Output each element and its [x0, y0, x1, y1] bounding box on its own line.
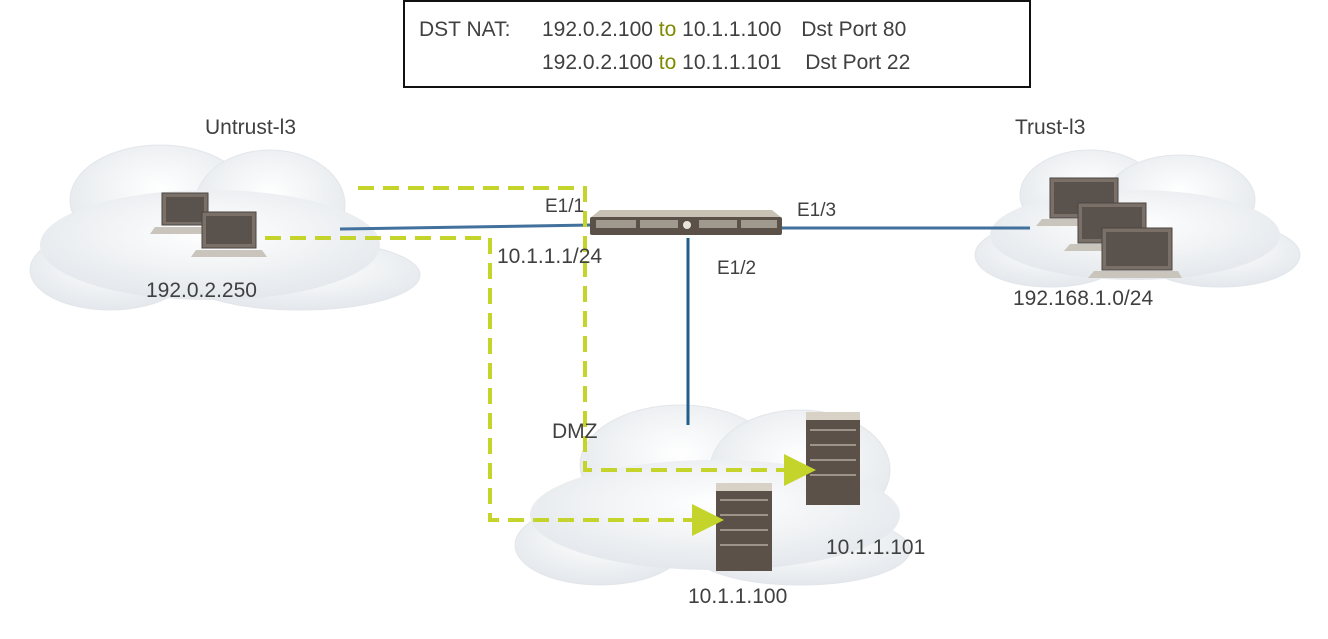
interface-e13-label: E1/3 [797, 200, 837, 221]
nat-to: 10.1.1.101 [682, 51, 782, 74]
nat-rule-2: 192.0.2.100 to 10.1.1.101 Dst Port 22 [542, 51, 910, 75]
untrust-zone-label: Untrust-l3 [205, 116, 297, 139]
interface-e12-label: E1/2 [717, 258, 757, 279]
firewall-icon [590, 210, 782, 235]
interface-e11-ip: 10.1.1.1/24 [497, 245, 603, 268]
flow-port80-arrow [265, 236, 724, 536]
nat-to-word: to [658, 18, 677, 41]
nat-port: Dst Port 80 [801, 18, 907, 41]
interface-e11-label: E1/1 [545, 196, 585, 217]
nat-to: 10.1.1.100 [682, 18, 782, 41]
trust-zone-label: Trust-l3 [1015, 116, 1086, 139]
nat-from: 192.0.2.100 [542, 51, 653, 74]
server-icon-101 [806, 412, 860, 505]
nat-rules-box: DST NAT: 192.0.2.100 to 10.1.1.100 Dst P… [403, 0, 1031, 88]
flow-port22-arrow [358, 186, 816, 486]
nat-label: DST NAT: [419, 18, 511, 41]
laptop-icon [150, 192, 267, 257]
server-icon-100 [716, 483, 772, 571]
link-e11 [339, 223, 593, 231]
nat-from: 192.0.2.100 [542, 18, 653, 41]
laptop-icon [1036, 177, 1182, 278]
trust-ip-label: 192.168.1.0/24 [1013, 287, 1154, 310]
server-101-ip: 10.1.1.101 [826, 536, 926, 559]
nat-rule-1: 192.0.2.100 to 10.1.1.100 Dst Port 80 [542, 18, 906, 42]
nat-port: Dst Port 22 [805, 51, 911, 74]
nat-to-word: to [658, 51, 677, 74]
server-100-ip: 10.1.1.100 [688, 585, 788, 608]
untrust-ip-label: 192.0.2.250 [146, 279, 257, 302]
dmz-zone-label: DMZ [552, 420, 598, 443]
